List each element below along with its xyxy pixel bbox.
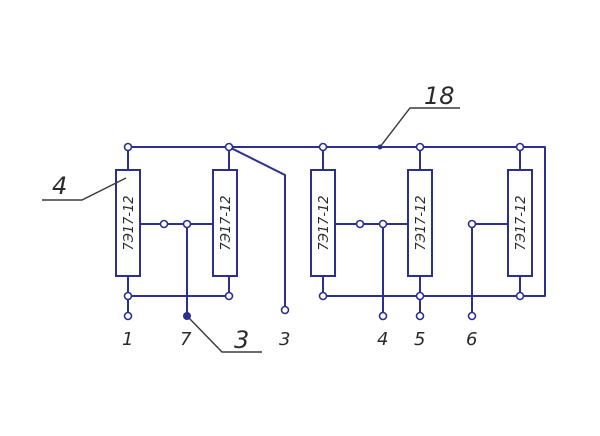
right-loop <box>519 146 546 297</box>
component-2-label: 7Э17-12 <box>219 195 234 250</box>
left-bottom-bus <box>127 275 230 317</box>
junction-nodes <box>123 142 525 321</box>
component-1: 7Э17-12 <box>115 169 141 277</box>
terminal-3-branch <box>228 146 286 311</box>
callout-3-label: 3 <box>234 326 249 354</box>
component-4: 7Э17-12 <box>407 169 433 277</box>
component-1-label: 7Э17-12 <box>122 195 137 250</box>
terminal-label-5: 5 <box>414 329 425 350</box>
main-bus <box>228 146 521 171</box>
terminal-label-1: 1 <box>122 329 133 350</box>
mid-tap-right <box>334 223 409 317</box>
callout-4: 4 <box>42 172 127 201</box>
component-3: 7Э17-12 <box>310 169 336 277</box>
callout-3: 3 <box>188 317 262 354</box>
callout-18: 18 <box>379 82 460 148</box>
terminal-label-4: 4 <box>377 329 388 350</box>
component-4-label: 7Э17-12 <box>414 195 429 250</box>
mid-tap-left <box>139 223 214 317</box>
component-3-label: 7Э17-12 <box>317 195 332 250</box>
callout-4-label: 4 <box>52 172 67 200</box>
terminal-label-3: 3 <box>279 329 290 350</box>
terminal-label-6: 6 <box>466 329 477 350</box>
mid-tap-terminal-6 <box>471 223 509 297</box>
left-top-bus <box>127 146 230 171</box>
component-5-label: 7Э17-12 <box>514 195 529 250</box>
component-2: 7Э17-12 <box>212 169 238 277</box>
component-5: 7Э17-12 <box>507 169 533 277</box>
callout-18-label: 18 <box>424 82 455 110</box>
terminal-label-7: 7 <box>180 329 192 350</box>
